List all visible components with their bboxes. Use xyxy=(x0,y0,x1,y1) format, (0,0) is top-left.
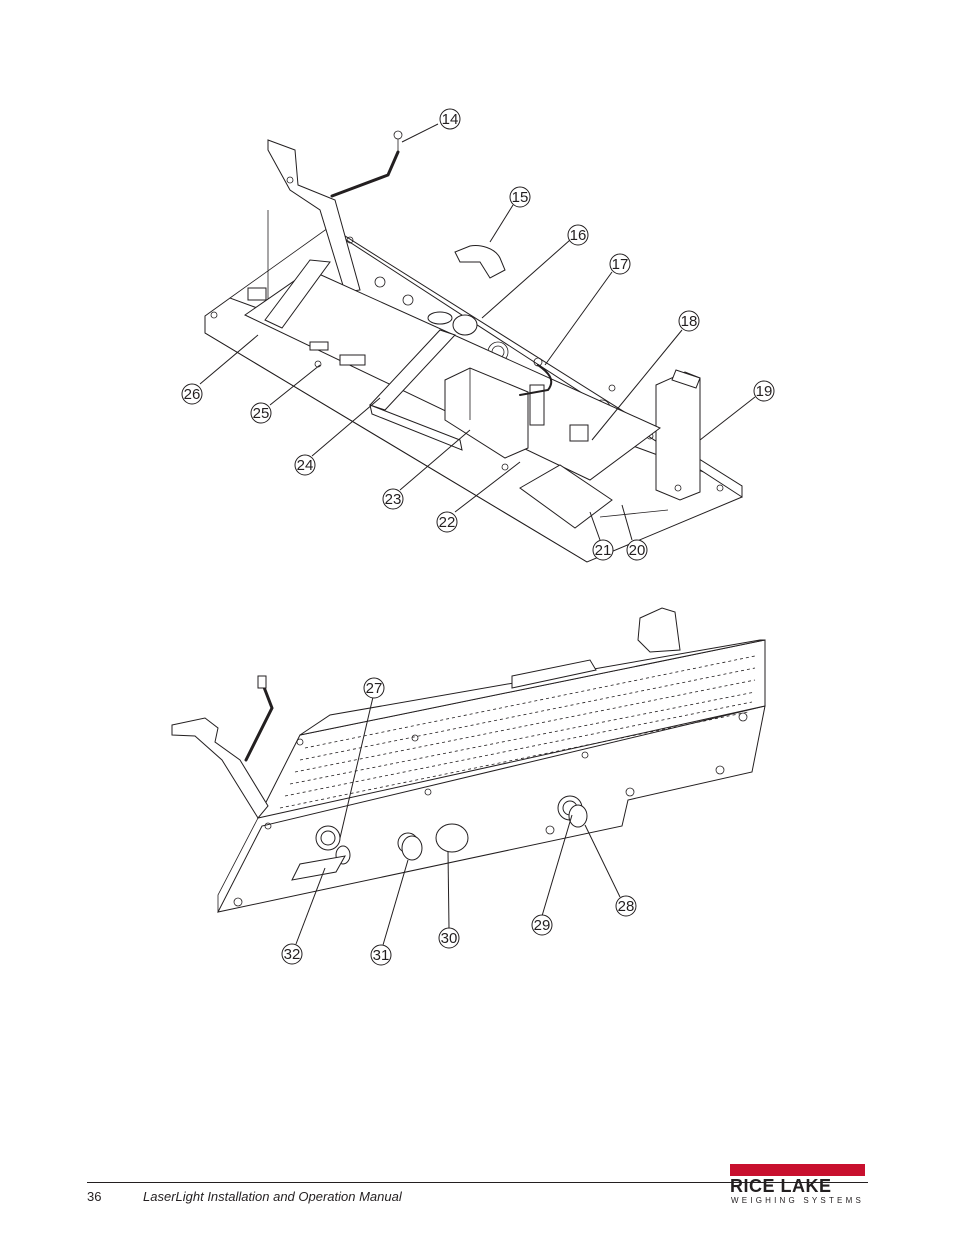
callout-31: 31 xyxy=(370,944,392,966)
callout-25: 25 xyxy=(250,402,272,424)
logo-wordmark: RICE LAKE xyxy=(730,1176,832,1196)
callout-labels: 14 15 16 17 18 19 20 21 22 23 24 25 26 2… xyxy=(181,108,775,966)
svg-text:26: 26 xyxy=(184,386,201,403)
rice-lake-logo: RICE LAKE WEIGHING SYSTEMS xyxy=(730,1164,870,1205)
callout-20: 20 xyxy=(626,539,648,561)
callout-21: 21 xyxy=(592,539,614,561)
svg-text:17: 17 xyxy=(612,256,629,273)
page-number: 36 xyxy=(87,1189,102,1204)
svg-text:29: 29 xyxy=(534,917,551,934)
svg-text:22: 22 xyxy=(439,514,456,531)
callout-17: 17 xyxy=(609,253,631,275)
callout-26: 26 xyxy=(181,383,203,405)
svg-text:28: 28 xyxy=(618,898,635,915)
svg-text:32: 32 xyxy=(284,946,301,963)
lower-assembly-drawing xyxy=(171,607,766,913)
svg-text:21: 21 xyxy=(595,542,612,559)
svg-text:16: 16 xyxy=(570,227,587,244)
lower-leader-lines xyxy=(295,696,621,946)
svg-text:20: 20 xyxy=(629,542,646,559)
callout-19: 19 xyxy=(753,380,775,402)
manual-title: LaserLight Installation and Operation Ma… xyxy=(143,1189,402,1204)
callout-14: 14 xyxy=(439,108,461,130)
upper-leader-lines xyxy=(199,123,756,541)
callout-32: 32 xyxy=(281,943,303,965)
callout-23: 23 xyxy=(382,488,404,510)
svg-text:30: 30 xyxy=(441,930,458,947)
svg-text:18: 18 xyxy=(681,313,698,330)
callout-18: 18 xyxy=(678,310,700,332)
footer-rule xyxy=(87,1182,868,1183)
logo-tagline: WEIGHING SYSTEMS xyxy=(731,1196,864,1205)
callout-16: 16 xyxy=(567,224,589,246)
svg-text:23: 23 xyxy=(385,491,402,508)
callout-30: 30 xyxy=(438,927,460,949)
callout-29: 29 xyxy=(531,914,553,936)
svg-text:19: 19 xyxy=(756,383,773,400)
callout-28: 28 xyxy=(615,895,637,917)
svg-text:15: 15 xyxy=(512,189,529,206)
callout-22: 22 xyxy=(436,511,458,533)
upper-assembly-drawing xyxy=(204,130,743,563)
callout-24: 24 xyxy=(294,454,316,476)
svg-text:25: 25 xyxy=(253,405,270,422)
svg-text:14: 14 xyxy=(442,111,459,128)
callout-15: 15 xyxy=(509,186,531,208)
svg-text:27: 27 xyxy=(366,680,383,697)
callout-27: 27 xyxy=(363,677,385,699)
vent-slots xyxy=(279,655,756,809)
svg-text:31: 31 xyxy=(373,947,390,964)
logo-red-bar xyxy=(730,1164,865,1176)
svg-text:24: 24 xyxy=(297,457,314,474)
